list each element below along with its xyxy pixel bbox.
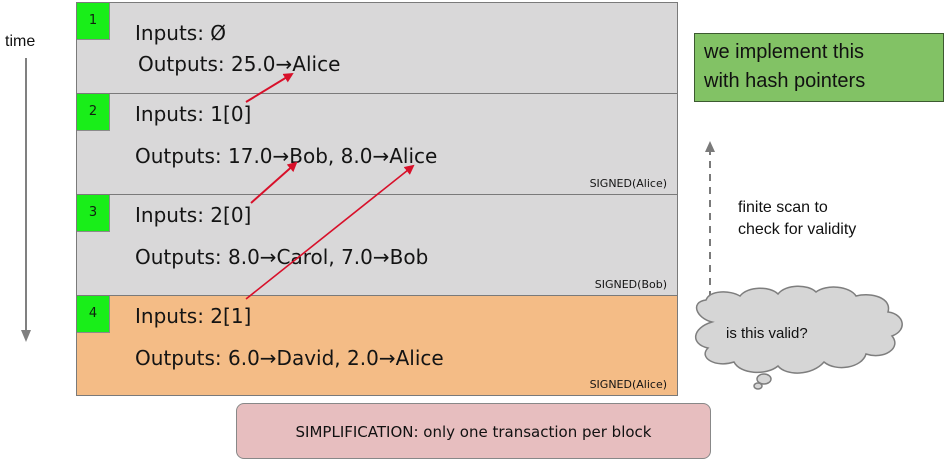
block-inputs: Inputs: 2[1] — [135, 304, 252, 328]
block-outputs: Outputs: 17.0→Bob, 8.0→Alice — [135, 144, 438, 168]
block-inputs: Inputs: 1[0] — [135, 102, 252, 126]
block-outputs: Outputs: 8.0→Carol, 7.0→Bob — [135, 245, 429, 269]
block-inputs: Inputs: Ø — [135, 21, 227, 45]
block-number-badge: 4 — [77, 296, 110, 333]
block-number-badge: 1 — [77, 3, 110, 40]
block-outputs: Outputs: 6.0→David, 2.0→Alice — [135, 346, 444, 370]
time-arrow-icon — [21, 58, 31, 342]
validity-question: is this valid? — [726, 325, 808, 342]
time-label: time — [5, 33, 36, 50]
signature-label: SIGNED(Alice) — [589, 177, 667, 190]
simplification-note: SIMPLIFICATION: only one transaction per… — [236, 403, 711, 459]
signature-label: SIGNED(Alice) — [589, 378, 667, 391]
hash-note-line-2: with hash pointers — [704, 70, 866, 92]
block-chain: 1 Inputs: Ø Outputs: 25.0→Alice 2 Inputs… — [76, 2, 680, 396]
finite-scan-note: finite scan to check for validity — [738, 197, 856, 241]
block-3: 3 Inputs: 2[0] Outputs: 8.0→Carol, 7.0→B… — [76, 194, 678, 296]
scan-note-line-1: finite scan to — [738, 199, 828, 216]
block-number-badge: 3 — [77, 195, 110, 232]
block-1: 1 Inputs: Ø Outputs: 25.0→Alice — [76, 2, 678, 94]
scan-note-line-2: check for validity — [738, 221, 857, 238]
signature-label: SIGNED(Bob) — [594, 278, 667, 291]
hash-note-line-1: we implement this — [704, 41, 865, 63]
block-inputs: Inputs: 2[0] — [135, 203, 252, 227]
block-4: 4 Inputs: 2[1] Outputs: 6.0→David, 2.0→A… — [76, 295, 678, 396]
block-2: 2 Inputs: 1[0] Outputs: 17.0→Bob, 8.0→Al… — [76, 93, 678, 195]
block-number-badge: 2 — [77, 94, 110, 131]
hash-pointers-note: we implement this with hash pointers — [694, 33, 944, 102]
block-outputs: Outputs: 25.0→Alice — [138, 52, 341, 76]
scan-arrow-icon — [705, 141, 715, 298]
